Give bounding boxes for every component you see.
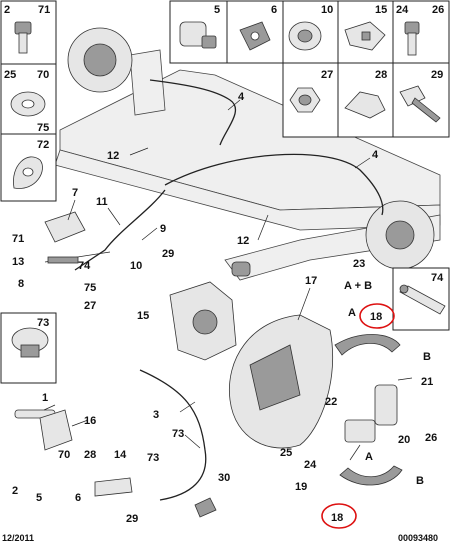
callout-29-upper: 29 (162, 248, 174, 260)
label-74-box: 74 (431, 272, 444, 284)
callout-14: 14 (114, 449, 127, 461)
label-5: 5 (214, 4, 220, 16)
label-72: 72 (37, 139, 49, 151)
callout-1: 1 (42, 392, 48, 404)
hub-knuckle (169, 281, 237, 361)
callout-30: 30 (218, 472, 230, 484)
sleeve-icon (11, 327, 49, 358)
rear-axle-frame (54, 27, 441, 281)
screw-icon (14, 21, 32, 54)
label-27: 27 (321, 69, 333, 81)
callout-12-upper: 12 (107, 150, 119, 162)
parts-box-24-26 (392, 0, 450, 64)
callout-15: 15 (137, 310, 149, 322)
highlight-circle-18-lower (321, 503, 357, 529)
callout-2: 2 (12, 485, 18, 497)
callout-7: 7 (72, 187, 78, 199)
label-26: 26 (432, 4, 444, 16)
callout-18-upper: 18 (370, 311, 382, 323)
callout-3: 3 (153, 409, 159, 421)
callout-B-upper: B (423, 351, 431, 363)
adjuster-bracket (374, 384, 398, 426)
bushing-icon (179, 21, 217, 49)
callout-13: 13 (12, 256, 24, 268)
grommet-icon (288, 21, 322, 51)
callout-71: 71 (12, 233, 24, 245)
callout-6: 6 (75, 492, 81, 504)
callout-17: 17 (305, 275, 317, 287)
label-73-box: 73 (37, 317, 49, 329)
pin-screw-icon (399, 85, 441, 123)
callout-26: 26 (425, 432, 437, 444)
callout-70: 70 (58, 449, 70, 461)
callout-73: 73 (172, 428, 184, 440)
callout-75: 75 (84, 282, 96, 294)
callout-27: 27 (84, 300, 96, 312)
wheel-cylinder (344, 419, 376, 443)
callout-5: 5 (36, 492, 42, 504)
clip-plate-icon (239, 21, 271, 51)
shaped-washer-icon (13, 156, 43, 189)
brake-backing-plate (228, 314, 334, 449)
callout-18-lower: 18 (331, 512, 343, 524)
callout-8: 8 (18, 278, 24, 290)
brake-shoe-upper (334, 334, 401, 356)
label-29: 29 (431, 69, 443, 81)
label-25: 25 (4, 69, 16, 81)
cable-clip-30 (194, 497, 217, 518)
callout-21: 21 (421, 376, 433, 388)
callout-23-sub: A + B (344, 280, 372, 292)
callout-19: 19 (295, 481, 307, 493)
label-2: 2 (4, 4, 10, 16)
hex-nut-icon (289, 87, 321, 113)
label-28: 28 (375, 69, 387, 81)
callout-9: 9 (160, 223, 166, 235)
label-24: 24 (396, 4, 409, 16)
label-71: 71 (38, 4, 50, 16)
callout-29-lower: 29 (126, 513, 138, 525)
brake-shoe-lower (339, 465, 403, 486)
label-70: 70 (37, 69, 49, 81)
callout-A-lower: A (365, 451, 373, 463)
callout-24: 24 (304, 459, 317, 471)
label-10: 10 (321, 4, 333, 16)
parking-brake-handle (14, 409, 73, 451)
washer-icon (10, 91, 46, 117)
label-75: 75 (37, 122, 49, 134)
callout-4-lower: 4 (372, 149, 379, 161)
callout-74: 74 (78, 260, 91, 272)
callout-20: 20 (398, 434, 410, 446)
callout-28: 28 (84, 449, 96, 461)
callout-A-upper: A (348, 307, 356, 319)
leader-lines (43, 99, 413, 461)
lever-key-icon (399, 284, 446, 315)
label-15: 15 (375, 4, 387, 16)
label-6: 6 (271, 4, 277, 16)
callout-73-lower: 73 (147, 452, 159, 464)
brake-cables (74, 79, 384, 501)
lever-assembly (44, 211, 111, 264)
callout-4-upper: 4 (238, 91, 245, 103)
callout-12-lower: 12 (237, 235, 249, 247)
callout-16: 16 (84, 415, 96, 427)
callout-10: 10 (130, 260, 142, 272)
bracket-clip-icon (344, 21, 386, 51)
callout-22: 22 (325, 396, 337, 408)
callout-B-lower: B (416, 475, 424, 487)
hex-bolt-icon (404, 21, 420, 56)
footer-date: 12/2011 (2, 533, 34, 543)
callout-23: 23 (353, 258, 365, 270)
callout-25: 25 (280, 447, 292, 459)
highlight-circle-18-upper (359, 303, 395, 329)
footer-ref: 00093480 (398, 533, 438, 543)
cable-bracket (94, 477, 133, 497)
callout-11: 11 (96, 196, 108, 208)
spring-clip-icon (344, 91, 386, 119)
